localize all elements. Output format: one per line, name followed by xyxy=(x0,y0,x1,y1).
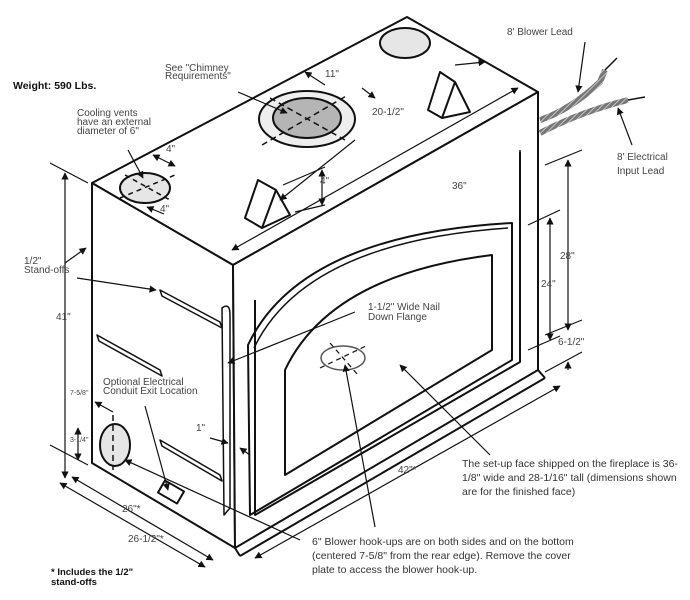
dim-base-height: 6-1/2" xyxy=(558,337,585,348)
blower-lead xyxy=(539,68,608,123)
standoff-3 xyxy=(159,439,223,482)
dim-depth-a: 26"* xyxy=(122,504,141,515)
weight-label: Weight: 590 Lbs. xyxy=(13,80,97,92)
face-note: The set-up face shipped on the fireplace… xyxy=(462,458,678,498)
electrical-lead-line2: Input Lead xyxy=(617,166,665,177)
blower-note-line3: plate to access the blower hook-up. xyxy=(312,564,478,576)
dim-vent-a: 4" xyxy=(166,144,176,155)
blower-note-line2: (centered 7-5/8" from the rear edge). Re… xyxy=(312,550,571,562)
standoffs-line2: Stand-offs xyxy=(24,265,70,276)
dim-vent-b: 4" xyxy=(160,204,170,215)
flange-line2: Down Flange xyxy=(368,312,427,323)
dim-width-bottom: 42"* xyxy=(398,465,417,476)
standoff-2 xyxy=(96,334,163,377)
electrical-lead-line1: 8' Electrical xyxy=(617,152,668,163)
standoffs-line1: 1/2" xyxy=(24,256,42,267)
conduit-line1: Optional Electrical xyxy=(103,377,184,388)
electrical-lead xyxy=(538,97,629,136)
cooling-note-line2: have an external xyxy=(77,117,151,128)
chimney-note-line2: Requirements" xyxy=(165,71,231,82)
cooling-vent xyxy=(119,172,171,204)
dim-conduit-height: 3-1/4" xyxy=(70,437,89,444)
blower-note-line1: 6" Blower hook-ups are on both sides and… xyxy=(312,536,574,548)
chimney-note-line1: See "Chimney xyxy=(165,63,229,74)
dim-conduit-from-rear: 7-5/8" xyxy=(70,390,89,397)
standoff-vertical xyxy=(221,305,231,516)
rear-vent xyxy=(379,27,431,59)
dim-opening-outer: 28" xyxy=(560,251,575,262)
side-blower-hookup xyxy=(99,423,131,467)
arch-inner xyxy=(284,254,493,476)
conduit-line2: Conduit Exit Location xyxy=(103,386,198,397)
dim-chimney-offset: 11" xyxy=(325,69,339,80)
dim-flange-width: 1" xyxy=(196,423,206,434)
blower-lead-label: 8' Blower Lead xyxy=(507,27,573,38)
footnote-line1: * Includes the 1/2" xyxy=(51,567,134,578)
dim-height-total: 41" xyxy=(56,312,71,323)
footnote-line2: stand-offs xyxy=(51,577,97,588)
dim-depth-b: 26-1/2"* xyxy=(128,534,164,545)
dim-opening-inner: 24" xyxy=(541,279,556,290)
cooling-note-line1: Cooling vents xyxy=(77,108,138,119)
flange-line1: 1-1/2" Wide Nail xyxy=(368,302,440,313)
dim-tab-height: 4" xyxy=(320,176,330,187)
cooling-note-line3: diameter of 6" xyxy=(77,126,139,137)
dim-chimney-depth: 20-1/2" xyxy=(372,107,404,118)
dim-width-top: 36" xyxy=(452,181,467,192)
